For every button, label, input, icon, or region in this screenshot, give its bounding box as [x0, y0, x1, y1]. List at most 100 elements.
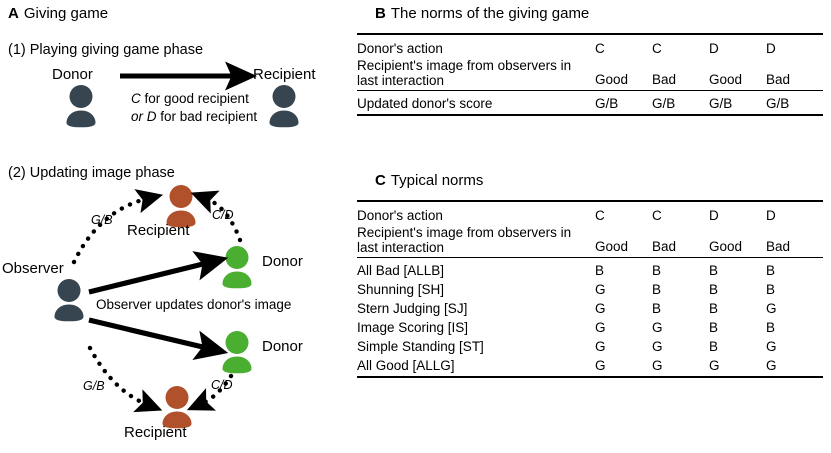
phase-2-title: (2) Updating image phase — [8, 165, 175, 181]
table-row: Stern Judging [SJ] G B B G — [357, 298, 823, 317]
panel-b-letter: B — [375, 5, 386, 22]
norm-name-allg: All Good [ALLG] — [357, 355, 595, 379]
norm-name-allb: All Bad [ALLB] — [357, 257, 595, 280]
norm-sh-value-2: B — [652, 282, 662, 298]
recipient-label-bottom: Recipient — [124, 424, 187, 441]
panel-c-letter: C — [375, 172, 386, 189]
table-b-updated-score-2: G/B — [652, 90, 709, 117]
table-c-recipient-image-3: Good — [709, 239, 743, 255]
norm-sj-value-2: B — [652, 301, 662, 317]
giving-action-line2: or D for bad recipient — [131, 109, 258, 125]
norm-allg-value-4: G — [766, 355, 823, 379]
table-b-updated-score-1: G/B — [595, 90, 652, 117]
recipient-label-phase1: Recipient — [253, 66, 316, 83]
table-c-donor-action-2: C — [652, 200, 709, 224]
norm-is-value-3: B — [709, 320, 719, 336]
norm-sj-value-1: G — [595, 301, 606, 317]
person-icon-recipient-top — [160, 184, 202, 228]
table-b-recipient-image-1: Good — [595, 72, 629, 88]
person-icon-donor-bottom — [216, 330, 258, 374]
action-label-bottom: C/D — [211, 378, 233, 392]
norm-name-st: Simple Standing [ST] — [357, 339, 484, 355]
norm-allb-value-3: B — [709, 257, 766, 280]
observer-updates-caption: Observer updates donor's image — [96, 297, 292, 312]
action-label-top: C/D — [212, 208, 234, 222]
table-b-recipient-image-4: Bad — [766, 72, 791, 88]
arrow-observer-to-recipient-bottom-dotted — [87, 345, 163, 413]
panel-a-letter: A — [8, 5, 19, 22]
norm-allb-value-2: B — [652, 257, 709, 280]
table-c-donor-action-1: C — [595, 200, 652, 224]
person-icon-donor-top — [216, 245, 258, 289]
norm-allg-value-2: G — [652, 355, 709, 379]
table-row: Recipient's image from observers in last… — [357, 224, 823, 258]
table-row: Updated donor's score G/B G/B G/B G/B — [357, 90, 823, 117]
norm-name-is: Image Scoring [IS] — [357, 320, 469, 336]
norm-is-value-2: G — [652, 320, 663, 336]
table-b-recipient-image-2: Bad — [652, 72, 677, 88]
person-icon-recipient-phase1 — [263, 84, 305, 128]
table-b-updated-score-3: G/B — [709, 90, 766, 117]
table-c-donor-action-4: D — [766, 200, 823, 224]
table-row: All Bad [ALLB] B B B B — [357, 257, 823, 280]
norm-st-value-1: G — [595, 339, 606, 355]
table-b-row-label-recipient-image: Recipient's image from observers in last… — [357, 58, 572, 89]
table-row: Simple Standing [ST] G G B G — [357, 336, 823, 355]
image-label-bottom: G/B — [83, 379, 105, 393]
norm-allg-value-3: G — [709, 355, 766, 379]
table-c-recipient-image-2: Bad — [652, 239, 677, 255]
person-icon-donor-phase1 — [60, 84, 102, 128]
norm-allg-value-1: G — [595, 355, 652, 379]
phase-1-title: (1) Playing giving game phase — [8, 42, 204, 58]
table-row: Shunning [SH] G B B B — [357, 279, 823, 298]
norm-is-value-4: B — [766, 320, 776, 336]
arrow-observer-to-donor-top — [88, 251, 229, 295]
giving-action-text: C for good recipient or D for bad recipi… — [131, 90, 257, 126]
norm-sj-value-3: B — [709, 301, 719, 317]
table-row: Donor's action C C D D — [357, 33, 823, 57]
table-c-row-label-recipient-image: Recipient's image from observers in last… — [357, 225, 572, 256]
panel-a-title: Giving game — [23, 5, 109, 22]
table-row: Image Scoring [IS] G G B B — [357, 317, 823, 336]
norm-sh-value-4: B — [766, 282, 776, 298]
table-b-recipient-image-3: Good — [709, 72, 743, 88]
norm-st-value-4: G — [766, 339, 777, 355]
norm-st-value-3: B — [709, 339, 719, 355]
table-b-row-label-updated-score: Updated donor's score — [357, 90, 595, 117]
table-b-donor-action-4: D — [766, 33, 823, 57]
panel-c-title: Typical norms — [390, 172, 484, 189]
donor-label-phase1: Donor — [52, 66, 93, 83]
norm-name-sj: Stern Judging [SJ] — [357, 301, 468, 317]
donor-label-bottom: Donor — [262, 338, 303, 355]
table-c-donor-action-3: D — [709, 200, 766, 224]
table-b-row-label-donor-action: Donor's action — [357, 33, 595, 57]
table-b-donor-action-1: C — [595, 33, 652, 57]
table-c-recipient-image-4: Bad — [766, 239, 791, 255]
table-row: Recipient's image from observers in last… — [357, 57, 823, 91]
norm-st-value-2: G — [652, 339, 663, 355]
table-c-recipient-image-1: Good — [595, 239, 629, 255]
norm-allb-value-1: B — [595, 257, 652, 280]
table-b-donor-action-3: D — [709, 33, 766, 57]
giving-action-line1: C for good recipient — [131, 91, 249, 106]
table-norms-of-giving-game: Donor's action C C D D Recipient's image… — [357, 33, 823, 117]
panel-b-title: The norms of the giving game — [390, 5, 590, 22]
arrow-observer-to-donor-bottom — [88, 317, 229, 361]
norm-name-sh: Shunning [SH] — [357, 282, 445, 298]
norm-sj-value-4: G — [766, 301, 777, 317]
norm-sh-value-1: G — [595, 282, 606, 298]
table-c-row-label-donor-action: Donor's action — [357, 200, 595, 224]
norm-sh-value-3: B — [709, 282, 719, 298]
table-b-donor-action-2: C — [652, 33, 709, 57]
image-label-top: G/B — [91, 213, 113, 227]
recipient-label-top: Recipient — [127, 222, 190, 239]
table-row: Donor's action C C D D — [357, 200, 823, 224]
donor-label-top: Donor — [262, 253, 303, 270]
person-icon-recipient-bottom — [156, 385, 198, 429]
person-icon-observer — [48, 278, 90, 322]
observer-label: Observer — [2, 260, 64, 277]
table-b-updated-score-4: G/B — [766, 90, 823, 117]
